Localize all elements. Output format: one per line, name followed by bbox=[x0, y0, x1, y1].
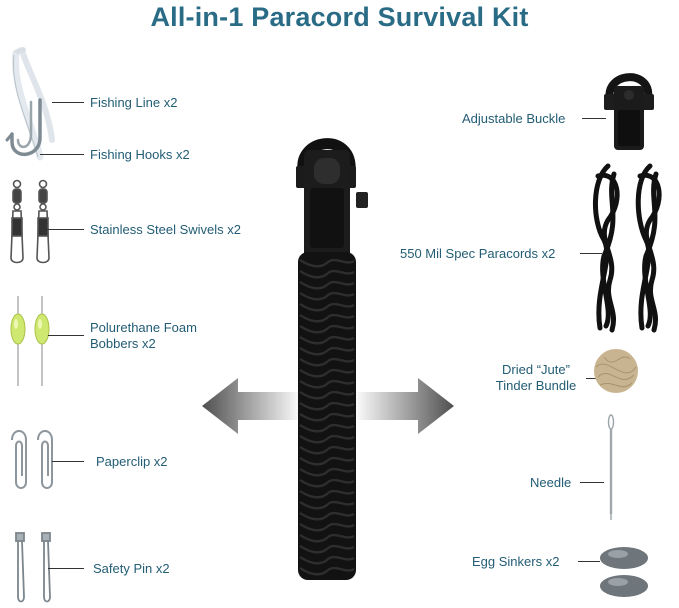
paperclip-icon bbox=[6, 426, 62, 492]
safety-pin-label: Safety Pin x2 bbox=[93, 561, 170, 576]
left-arrow-icon bbox=[202, 376, 302, 436]
shackle-buckle-icon bbox=[600, 64, 656, 156]
page-title: All-in-1 Paracord Survival Kit bbox=[150, 2, 529, 32]
tinder-label-line2: Tinder Bundle bbox=[495, 378, 577, 393]
bobbers-label: Polurethane Foam Bobbers x2 bbox=[90, 320, 197, 352]
needle-icon bbox=[604, 412, 618, 522]
tinder-bundle-icon bbox=[590, 345, 642, 397]
tinder-label: Dried “Jute” Tinder Bundle bbox=[476, 362, 596, 394]
sinkers-label: Egg Sinkers x2 bbox=[472, 554, 560, 569]
fishing-hook-icon bbox=[4, 98, 56, 168]
bobbers-label-line1: Polurethane Foam bbox=[90, 320, 197, 335]
paracord-bundle-icon bbox=[588, 160, 678, 336]
swivels-label: Stainless Steel Swivels x2 bbox=[90, 222, 242, 237]
paracord-keychain-icon bbox=[286, 126, 376, 588]
tinder-label-line1: Dried “Jute” bbox=[502, 362, 570, 377]
safety-pin-icon bbox=[8, 531, 58, 606]
bobber-icon bbox=[6, 296, 56, 391]
fishing-line-label: Fishing Line x2 bbox=[90, 95, 178, 110]
swivel-icon bbox=[6, 178, 56, 268]
paracords-label: 550 Mil Spec Paracords x2 bbox=[400, 246, 556, 261]
buckle-label: Adjustable Buckle bbox=[462, 111, 566, 126]
needle-label: Needle bbox=[530, 475, 572, 490]
right-arrow-icon bbox=[354, 376, 454, 436]
paperclip-label: Paperclip x2 bbox=[96, 454, 168, 469]
bobbers-label-line2: Bobbers x2 bbox=[90, 336, 156, 351]
fishing-hooks-label: Fishing Hooks x2 bbox=[90, 147, 190, 162]
egg-sinker-icon bbox=[594, 544, 654, 600]
